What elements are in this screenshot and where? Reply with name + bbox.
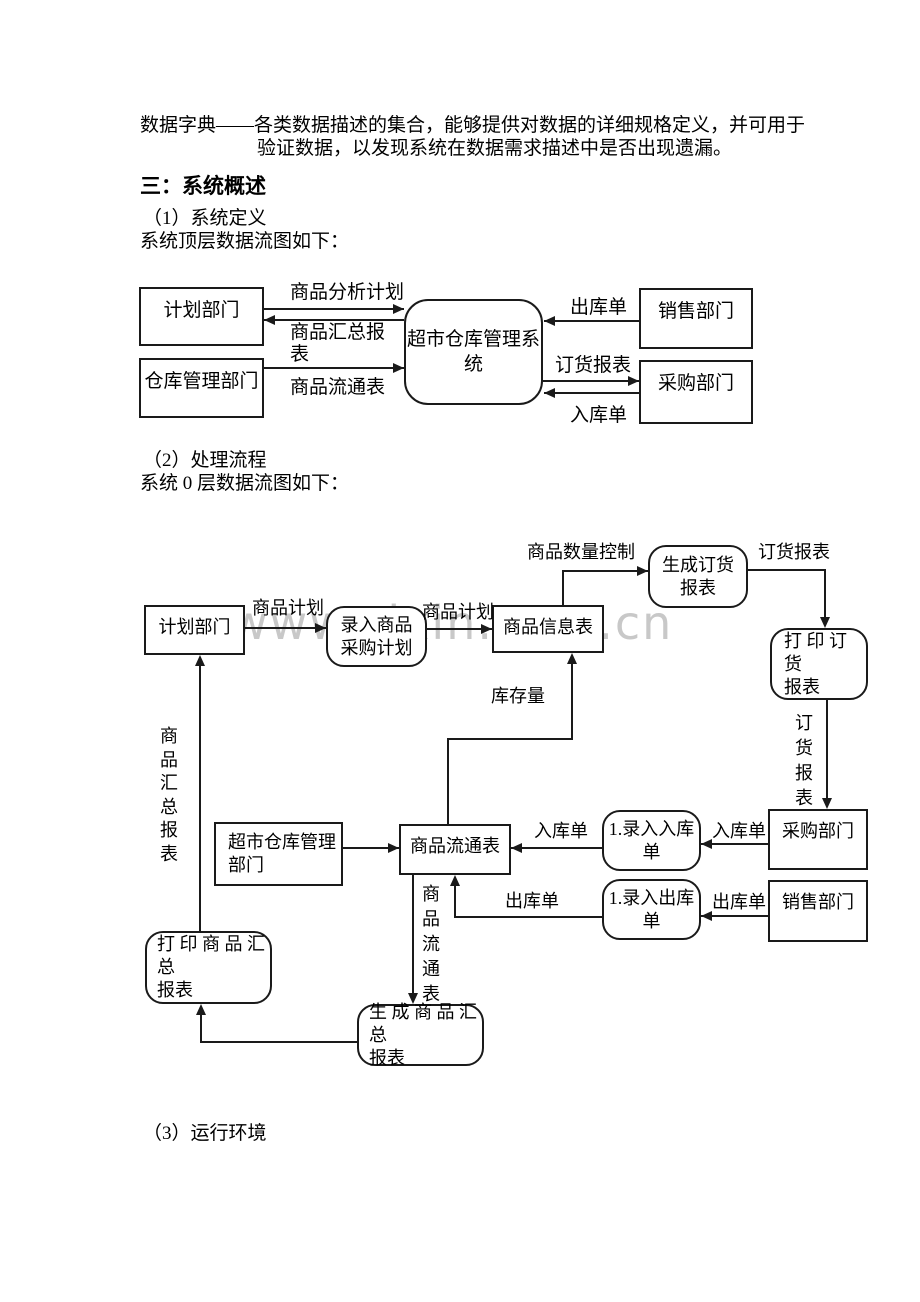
d2-process-enter-purchase-plan: 录入商品 采购计划 [326,606,427,667]
d2-arrowhead-right [315,623,326,633]
d1-arrowhead-left [264,315,275,325]
d2-arrowhead-up [195,655,205,666]
list-item-1: （1）系统定义 [143,208,267,229]
d2-store-product-circulation-table: 商品流通表 [399,824,511,875]
d2-connector-line [245,627,326,629]
d2-arrowhead-right [637,566,648,576]
d2-flow-inbound-order-left: 入库单 [534,821,588,841]
d2-flow-order-report-top: 订货报表 [758,542,830,562]
d2-box-purchasing-dept: 采购部门 [768,809,868,870]
d1-arrowhead-right [393,363,404,373]
d1-box-purchasing-dept: 采购部门 [639,360,753,424]
d2-connector-line [562,570,564,605]
d1-arrowhead-right [628,376,639,386]
d2-arrowhead-up [567,653,577,664]
d2-connector-line [199,666,201,931]
d2-flow-product-plan-2: 商品计划 [422,602,494,622]
d2-connector-line [748,569,826,571]
d1-connector-line [264,367,404,369]
d2-connector-line [427,628,492,630]
caption-top-level-dfd: 系统顶层数据流图如下： [140,231,350,252]
d2-flow-product-plan-1: 商品计划 [252,598,324,618]
d1-arrowhead-left [544,316,555,326]
d2-flow-outbound-order-left: 出库单 [505,891,559,911]
d2-connector-line [200,1015,202,1043]
d1-box-warehouse-mgmt-dept: 仓库管理部门 [139,358,264,418]
d2-connector-line [343,847,399,849]
d2-arrowhead-down [820,617,830,628]
d2-box-planning-dept: 计划部门 [144,605,245,655]
d2-connector-line [571,664,573,738]
section-heading: 三：系统概述 [140,175,266,198]
d1-process-supermarket-warehouse-system: 超市仓库管理系 统 [404,299,543,405]
d2-flow-stock-level: 库存量 [491,686,545,706]
d1-arrowhead-right [393,304,404,314]
d1-flow-product-analysis-plan: 商品分析计划 [290,282,405,303]
d1-connector-line [264,308,404,310]
d1-flow-inbound-order: 入库单 [570,405,628,426]
d1-connector-line [544,320,639,322]
d1-connector-line [543,380,639,382]
d2-connector-line [511,847,602,849]
d1-connector-line [544,392,639,394]
d2-connector-line [824,569,826,617]
d2-process-generate-order-report: 生成订货 报表 [648,545,748,608]
d2-connector-line [447,738,573,740]
intro-line-2: 验证数据，以发现系统在数据需求描述中是否出现遗漏。 [257,138,733,159]
d2-arrowhead-right [481,624,492,634]
d2-arrowhead-up [196,1004,206,1015]
d2-connector-line [200,1041,357,1043]
d2-connector-line [562,570,648,572]
list-item-3: （3）运行环境 [143,1123,267,1144]
d2-connector-line [701,843,768,845]
d2-connector-line [447,738,449,824]
d2-process-print-summary-report: 打 印 商 品 汇 总 报表 [145,931,272,1004]
d2-flow-order-report-vertical: 订 货 报 表 [795,713,813,808]
d2-flow-outbound-order-right: 出库单 [712,892,766,912]
d2-flow-quantity-control: 商品数量控制 [527,542,635,562]
d2-arrowhead-up [450,875,460,886]
d2-box-warehouse-mgmt-dept: 超市仓库管理 部门 [214,822,343,886]
d2-connector-line [454,916,602,918]
d1-flow-product-circulation-table: 商品流通表 [290,377,386,398]
d2-connector-line [454,886,456,916]
intro-line-1: 数据字典——各类数据描述的集合，能够提供对数据的详细规格定义，并可用于 [140,115,806,136]
list-item-2: （2）处理流程 [143,450,267,471]
d1-box-planning-dept: 计划部门 [139,287,264,346]
d2-arrowhead-down [822,798,832,809]
d1-arrowhead-left [544,388,555,398]
d2-process-generate-summary-report: 生 成 商 品 汇 总 报表 [357,1002,484,1068]
d2-process-enter-outbound-order: 1.录入出库 单 [602,879,701,940]
d1-flow-outbound-order: 出库单 [570,297,628,318]
d2-flow-summary-report-vertical: 商 品 汇 总 报 表 [160,726,178,864]
d2-connector-line [701,915,768,917]
d2-box-sales-dept: 销售部门 [768,880,868,942]
d2-connector-line [826,700,828,798]
d2-process-enter-inbound-order: 1.录入入库 单 [602,810,701,871]
d1-flow-product-summary-report: 商品汇总报 表 [290,322,386,365]
d2-arrowhead-left [701,839,712,849]
d1-connector-line [264,319,404,321]
d2-arrowhead-right [388,843,399,853]
caption-level0-dfd: 系统 0 层数据流图如下： [140,473,350,494]
d2-connector-line [412,875,414,993]
d2-arrowhead-left [511,843,522,853]
d2-arrowhead-down [408,993,418,1004]
d1-flow-order-report: 订货报表 [555,355,632,376]
d2-flow-circulation-table-vertical: 商 品 流 通 表 [422,884,440,1004]
d2-store-product-info-table: 商品信息表 [492,605,604,653]
d2-flow-inbound-order-right: 入库单 [712,821,766,841]
d1-box-sales-dept: 销售部门 [639,288,753,349]
d2-process-print-order-report: 打 印 订 货 报表 [770,628,868,700]
d2-arrowhead-left [701,911,712,921]
